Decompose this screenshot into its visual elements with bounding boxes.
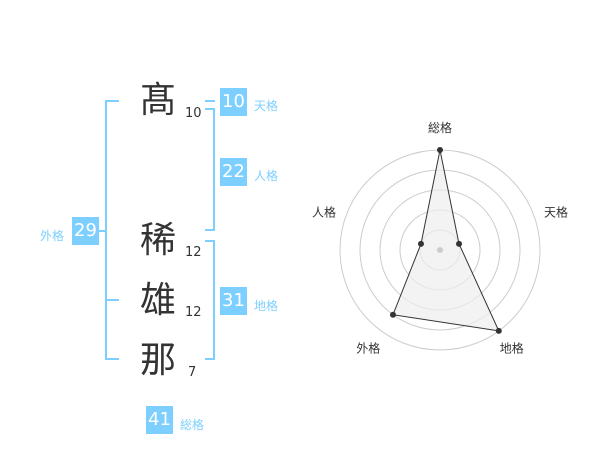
radar-point [389, 311, 396, 318]
gaikaku-label: 外格 [40, 229, 65, 243]
gaikaku-badge: 29 [72, 217, 99, 245]
gaikaku-connector [99, 230, 106, 232]
radar-axis-label: 天格 [544, 204, 568, 219]
stroke-count-2: 12 [185, 245, 202, 260]
name-char-3: 雄 [140, 280, 177, 321]
stroke-count-3: 12 [185, 305, 202, 320]
jinkaku-bracket-bottom [205, 229, 215, 231]
tenkaku-bracket-top [205, 100, 215, 102]
gaikaku-bracket-bottom [105, 358, 119, 360]
gaikaku-bracket-top [105, 100, 119, 102]
name-char-1: 髙 [140, 80, 177, 121]
chikaku-bracket-vertical [213, 240, 215, 360]
radar-point [495, 327, 502, 334]
radar-center [437, 247, 443, 253]
gaikaku-bracket-middle [105, 299, 119, 301]
radar-point [456, 240, 463, 247]
radar-axis-label: 人格 [312, 204, 336, 219]
name-char-4: 那 [140, 340, 177, 381]
chikaku-badge: 31 [220, 287, 247, 315]
radar-axis-label: 総格 [428, 120, 452, 135]
radar-point [437, 147, 443, 153]
radar-axis-label: 地格 [500, 341, 524, 356]
radar-point [417, 240, 424, 247]
stroke-count-4: 7 [188, 365, 197, 380]
chikaku-bracket-bottom [205, 358, 215, 360]
chikaku-label: 地格 [254, 299, 279, 313]
tenkaku-badge: 10 [220, 88, 247, 116]
soukaku-label: 総格 [180, 418, 205, 432]
jinkaku-badge: 22 [220, 158, 247, 186]
name-char-2: 稀 [140, 220, 177, 261]
radar-area [392, 149, 500, 332]
jinkaku-label: 人格 [254, 169, 279, 183]
radar-points [389, 147, 502, 334]
jinkaku-bracket-vertical [213, 108, 215, 231]
tenkaku-label: 天格 [254, 99, 279, 113]
chikaku-bracket-top [205, 240, 215, 242]
jinkaku-bracket-top [205, 108, 215, 110]
stroke-count-1: 10 [185, 106, 202, 121]
soukaku-badge: 41 [146, 406, 173, 434]
radar-axis-label: 外格 [356, 341, 380, 356]
gaikaku-bracket-vertical [105, 100, 107, 360]
